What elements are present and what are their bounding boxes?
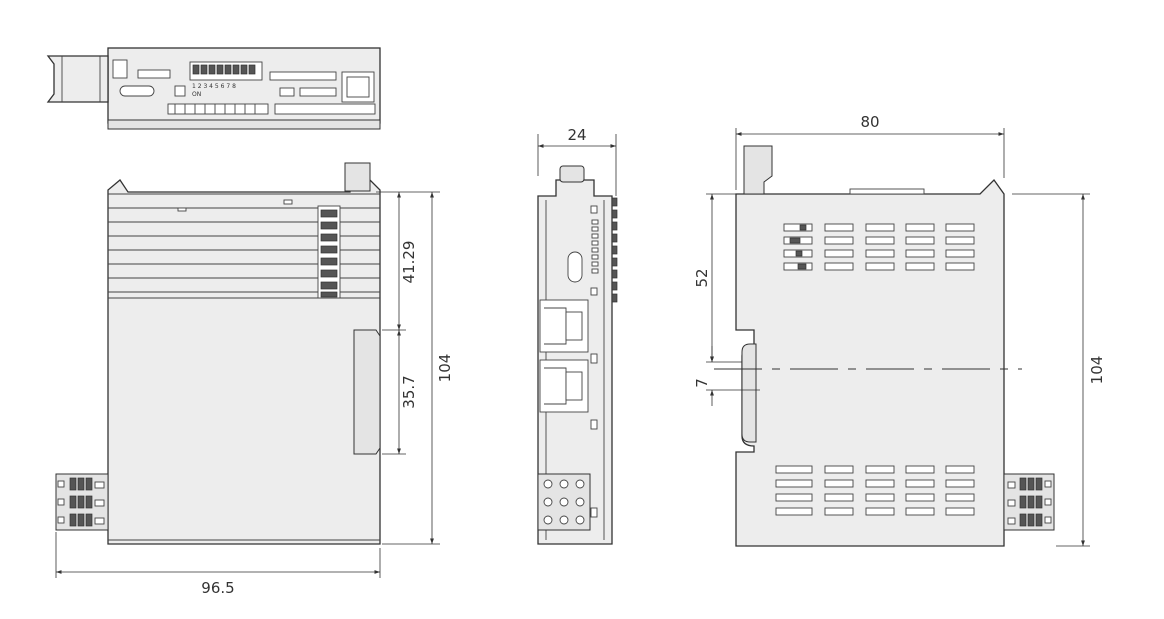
dim-side-width-24: 24 (567, 126, 586, 144)
dip-switch-numbers: 1 2 3 4 5 6 7 8 (192, 83, 236, 90)
dim-width-96-5: 96.5 (201, 579, 234, 597)
dim-rear-upper-52: 52 (693, 268, 711, 287)
vent-slots-upper (783, 223, 975, 271)
side-view: 24 (537, 126, 618, 545)
dim-rear-width-80: 80 (860, 113, 879, 131)
dim-height-104-left: 104 (436, 354, 454, 383)
dim-upper-41-29: 41.29 (400, 241, 418, 284)
vent-slots-lower (775, 465, 975, 516)
top-view: 1 2 3 4 5 6 7 8 ON (46, 47, 381, 130)
front-view: 96.5 41.29 35.7 104 (55, 162, 454, 597)
dim-rail-35-7: 35.7 (400, 375, 418, 408)
dim-rear-rail-7: 7 (693, 378, 711, 388)
dim-height-104-right: 104 (1088, 356, 1106, 385)
rear-view: 80 52 7 104 (693, 113, 1106, 547)
dip-switch: 1 2 3 4 5 6 7 8 ON (189, 61, 263, 98)
dip-switch-on-label: ON (192, 91, 201, 98)
